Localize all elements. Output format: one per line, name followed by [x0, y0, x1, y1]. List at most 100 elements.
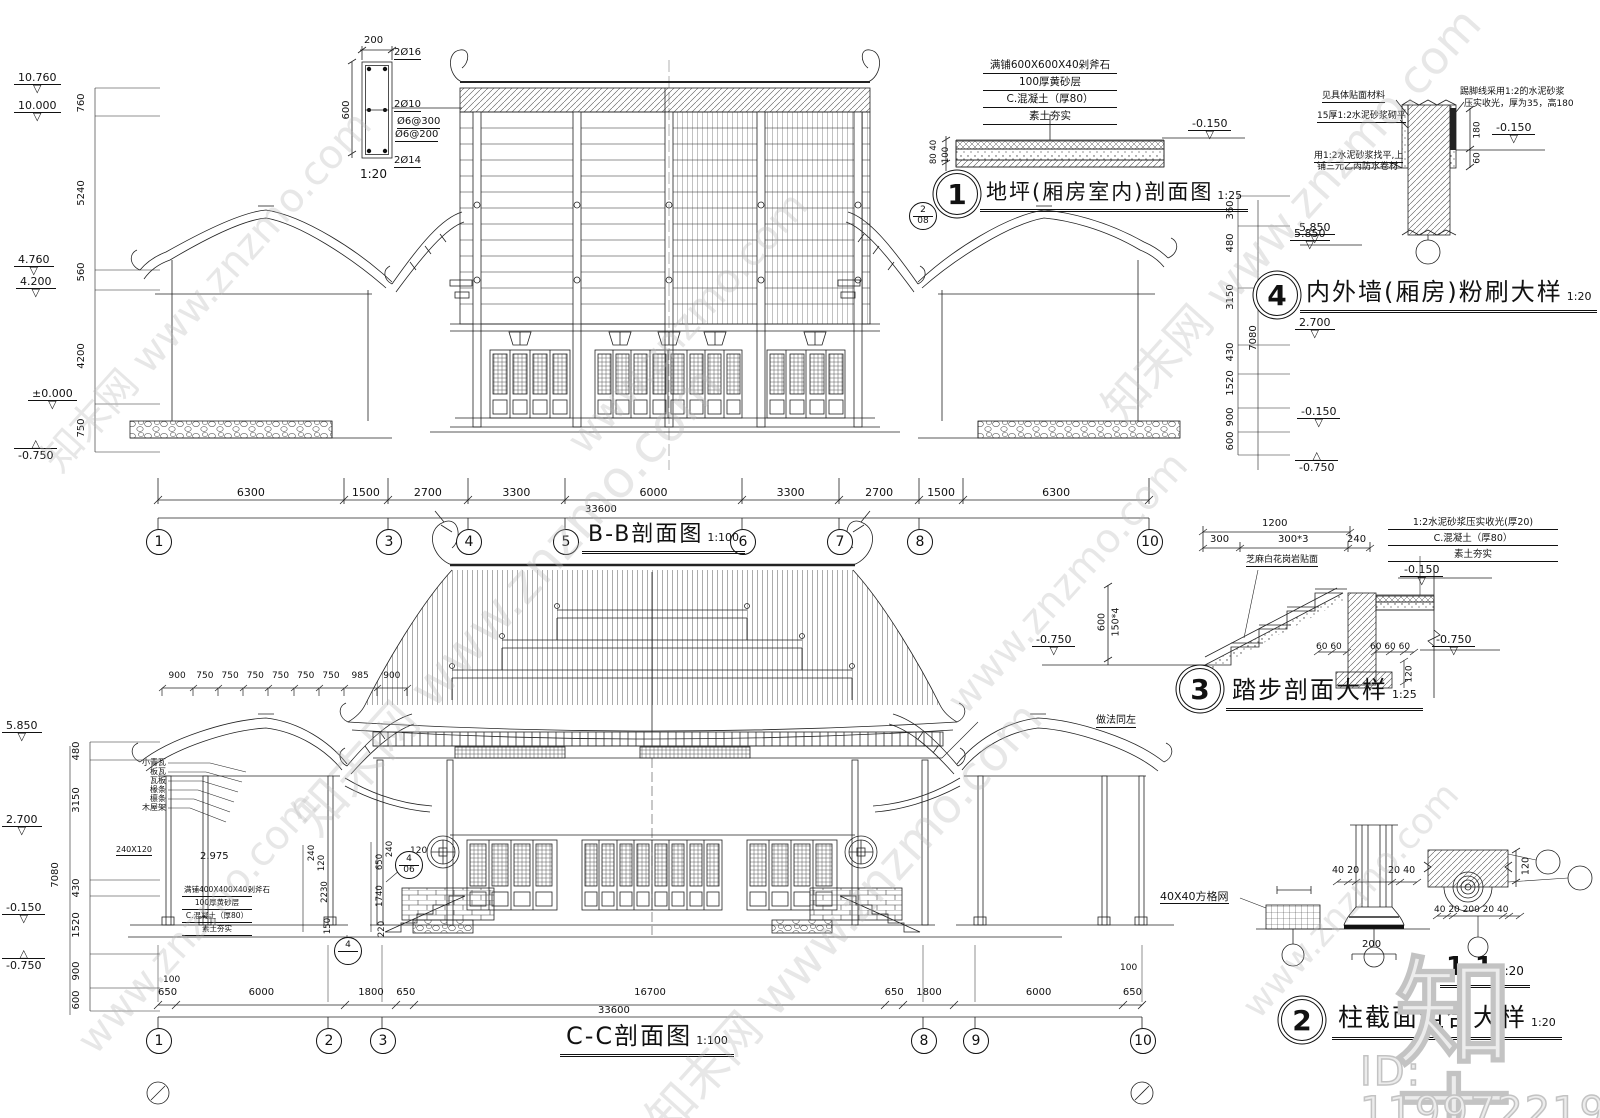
- dim-label: 檩条: [150, 794, 166, 803]
- dim-label: 6000: [1025, 987, 1052, 998]
- grid-bubble: 10: [1137, 529, 1163, 555]
- dim-label: 900: [383, 671, 401, 681]
- grid-bubble: 7: [827, 529, 853, 555]
- rebar-label: 2Ø14: [394, 155, 421, 168]
- dim-label: 750: [246, 671, 264, 681]
- dim-label: 素土夯实: [983, 108, 1117, 125]
- dim-label: 小青瓦: [142, 758, 166, 767]
- level-mark: ±0.000: [28, 388, 77, 409]
- grid-bubble: 2: [316, 1028, 342, 1054]
- note: 铺三元乙丙防水卷材: [1317, 162, 1399, 172]
- level-mark: 10.000: [14, 100, 61, 121]
- note: 见具体贴面材料: [1322, 91, 1386, 103]
- dim-label: C.混凝土（厚80）: [983, 91, 1117, 108]
- dim-label: 650: [884, 987, 904, 998]
- grid-bubble: 3: [370, 1028, 396, 1054]
- dim-label: 5240: [76, 180, 87, 206]
- level-mark: 2.700: [2, 814, 42, 835]
- dim-label: 6000: [248, 987, 275, 998]
- cc-section-drawing: [69, 510, 1593, 1105]
- level-mark: -0.750: [14, 440, 58, 461]
- dim-label: 3300: [502, 486, 531, 499]
- dim-label: 20 40: [1388, 865, 1416, 876]
- dim-label: 120: [316, 854, 327, 872]
- dim-label: C.混凝土（厚80）: [182, 910, 252, 923]
- note: 15厚1:2水泥砂浆砌平: [1317, 111, 1406, 123]
- dim-label: 985: [351, 671, 369, 681]
- grid-bubble: 6: [730, 529, 756, 555]
- level-mark: 10.760: [14, 72, 61, 93]
- grid-bubble: 1: [146, 1028, 172, 1054]
- dim-label: 480: [71, 741, 82, 761]
- dim-label: 1200: [1262, 518, 1288, 529]
- dim-label: 60 60: [1316, 642, 1342, 652]
- dim-label: 1800: [358, 987, 384, 998]
- dim-label: 430: [71, 878, 82, 898]
- dim-label: 480: [1225, 233, 1236, 253]
- detail-number: 1: [936, 173, 978, 215]
- dim-label: 300*3: [1278, 534, 1309, 545]
- dim-label: 900: [168, 671, 186, 681]
- note: 芝麻白花岗岩贴面: [1246, 555, 1319, 567]
- grid-bubble: 9: [963, 1028, 989, 1054]
- dim-label: 600: [1225, 431, 1236, 451]
- dim-label: 600: [341, 100, 352, 120]
- dim-label: 3150: [1225, 284, 1236, 310]
- detail-ref-bubble: 4: [334, 937, 362, 965]
- dim-label: 100厚黄砂层: [983, 74, 1117, 91]
- dim-total: 33600: [598, 1005, 630, 1016]
- rebar-label: Ø6@200: [395, 129, 439, 142]
- level-mark: 2.700: [1295, 317, 1335, 338]
- grid-bubble: 4: [456, 529, 482, 555]
- dim-label: 60: [1472, 152, 1483, 164]
- dim-label: 100: [940, 146, 951, 164]
- dim-label: 750: [297, 671, 315, 681]
- height-label: 2.975: [200, 851, 229, 862]
- dim-label: 40 20 200 20 40: [1434, 905, 1509, 915]
- dim-label: C.混凝土（厚80）: [1388, 530, 1558, 546]
- dim-label: 4200: [76, 343, 87, 369]
- note: 踢脚线采用1:2的水泥砂浆: [1460, 87, 1565, 97]
- dim-label: 1520: [1225, 370, 1236, 396]
- level-mark: -0.150: [1188, 118, 1232, 139]
- rebar-label: Ø6@300: [397, 116, 441, 129]
- rebar-label: 2Ø16: [394, 47, 421, 60]
- dim-label: 满铺600X600X40剁斧石: [983, 57, 1117, 74]
- note: 压实收光，厚为35，高180: [1464, 99, 1574, 109]
- dim-label: 430: [1225, 342, 1236, 362]
- level-mark: -0.150: [1297, 406, 1341, 427]
- dim-label: 7080: [50, 862, 61, 888]
- dim-label: 750: [196, 671, 214, 681]
- dim-label: 板瓦: [150, 767, 166, 776]
- dim-label: 240: [1347, 534, 1367, 545]
- dim-label: 80 40: [928, 139, 939, 165]
- dim-label: 240: [306, 844, 317, 862]
- rebar-label: 2Ø10: [394, 99, 421, 112]
- level-mark: -0.750: [1295, 452, 1339, 473]
- dim-label: 3300: [776, 486, 805, 499]
- level-mark: 4.760: [14, 254, 54, 275]
- d3-layer-table: 1:2水泥砂浆压实收光(厚20)C.混凝土（厚80）素土夯实: [1388, 514, 1558, 562]
- dim-label: 2700: [413, 486, 442, 499]
- dim-label: 120: [1520, 856, 1532, 876]
- dim-label: 650: [1122, 987, 1142, 998]
- dim-label: 650: [158, 987, 178, 998]
- level-mark: -0.150: [1492, 122, 1536, 143]
- dim-label: 600: [71, 990, 82, 1010]
- dim-label: 木屋架: [142, 803, 166, 812]
- dim-label: 40 20: [1332, 865, 1360, 876]
- dim-label: 750: [322, 671, 340, 681]
- dim-label: 2230: [319, 881, 330, 903]
- dim-label: 6300: [236, 486, 265, 499]
- dim-label: 100: [163, 975, 181, 985]
- dim-label: 150: [322, 917, 333, 935]
